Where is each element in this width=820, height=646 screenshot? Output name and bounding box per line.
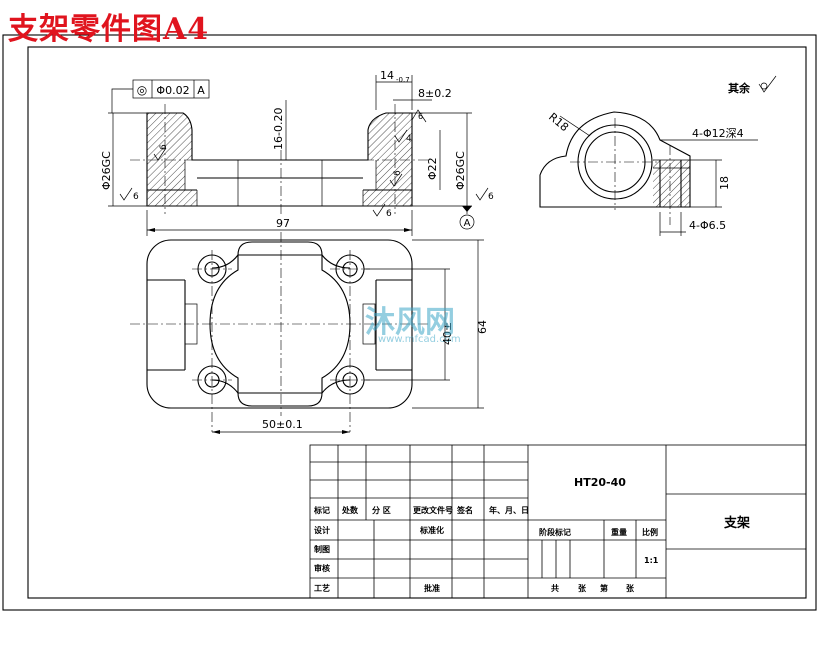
tb-sheet-unit-2: 张: [626, 584, 635, 593]
tb-header-mark: 标记: [313, 505, 330, 515]
tb-part-name: 支架: [723, 515, 750, 531]
svg-text:6: 6: [393, 170, 403, 176]
svg-text:6: 6: [133, 192, 139, 202]
tb-header-change-doc: 更改文件号: [413, 505, 453, 515]
title-block: 标记 处数 分 区 更改文件号 签名 年、月、日 设计 制图 审核 工艺 标准化…: [309, 444, 807, 599]
tb-stage-mark: 阶段标记: [539, 527, 571, 537]
side-view: R18 4-Φ12深4 18 4-Φ6.5: [539, 110, 758, 236]
svg-text:其余: 其余: [728, 81, 751, 95]
dim-14-tolerance: -0.7: [396, 76, 410, 84]
dim-phi26-left: Φ26GC: [100, 151, 113, 190]
dim-hole-phi65: 4-Φ6.5: [689, 219, 726, 232]
surface-finish-marks: 6 6 4 6 6 6 6: [119, 109, 494, 219]
front-view: ◎ Φ0.02 A Φ26GC 16-0.20 14 -0.7 8±0.2: [100, 69, 494, 236]
gt-value: Φ0.02: [156, 84, 189, 97]
drawing-heading: 支架零件图A4: [8, 12, 210, 47]
tb-scale-label: 比例: [642, 527, 658, 537]
tb-role-draw: 制图: [314, 544, 330, 554]
tb-header-count: 处数: [341, 505, 359, 515]
tb-sheet-unit-1: 张: [578, 584, 587, 593]
dim-50: 50±0.1: [262, 418, 303, 431]
svg-text:A: A: [464, 218, 471, 229]
tb-role-design: 设计: [314, 525, 330, 535]
svg-text:6: 6: [418, 112, 423, 121]
datum-a: A: [459, 206, 475, 230]
watermark-url: www.mfcad.com: [378, 334, 461, 345]
watermark-logo-text: 沐风网: [365, 305, 455, 340]
dim-64: 64: [476, 320, 489, 334]
dim-8: 8±0.2: [418, 87, 452, 100]
tb-standardize: 标准化: [419, 525, 444, 535]
dim-phi22: Φ22: [426, 157, 439, 180]
svg-text:4: 4: [406, 134, 412, 144]
gt-datum: A: [197, 84, 205, 97]
tb-sheet-current: 第: [600, 583, 608, 593]
dim-16: 16-0.20: [272, 108, 285, 150]
tb-role-process: 工艺: [314, 583, 330, 593]
tb-weight: 重量: [611, 527, 627, 537]
dim-hole-phi12: 4-Φ12深4: [692, 127, 744, 140]
tb-material: HT20-40: [574, 476, 626, 489]
tb-role-check: 审核: [314, 563, 330, 573]
dim-97: 97: [276, 217, 290, 230]
watermark: 沐风网 www.mfcad.com: [365, 305, 461, 345]
svg-text:6: 6: [488, 192, 494, 202]
top-view: 40± 64 50±0.1: [130, 232, 489, 434]
rest-finish-note: 其余: [728, 75, 777, 95]
tb-header-sign: 签名: [456, 505, 473, 515]
geometric-tolerance-frame: ◎ Φ0.02 A: [111, 79, 210, 113]
tb-approve: 批准: [424, 583, 440, 593]
gt-symbol: ◎: [137, 83, 147, 97]
tb-sheet-total: 共: [551, 583, 559, 593]
dim-14: 14: [380, 69, 394, 82]
dim-phi26-right: Φ26GC: [454, 151, 467, 190]
dim-r18: R18: [546, 110, 571, 134]
svg-text:6: 6: [159, 144, 169, 150]
svg-text:6: 6: [386, 209, 392, 219]
tb-header-zone: 分 区: [372, 505, 391, 515]
dim-40: 40±: [441, 322, 454, 345]
tb-header-date: 年、月、日: [489, 505, 529, 515]
dim-18: 18: [718, 176, 731, 190]
tb-scale-value: 1:1: [644, 556, 659, 565]
